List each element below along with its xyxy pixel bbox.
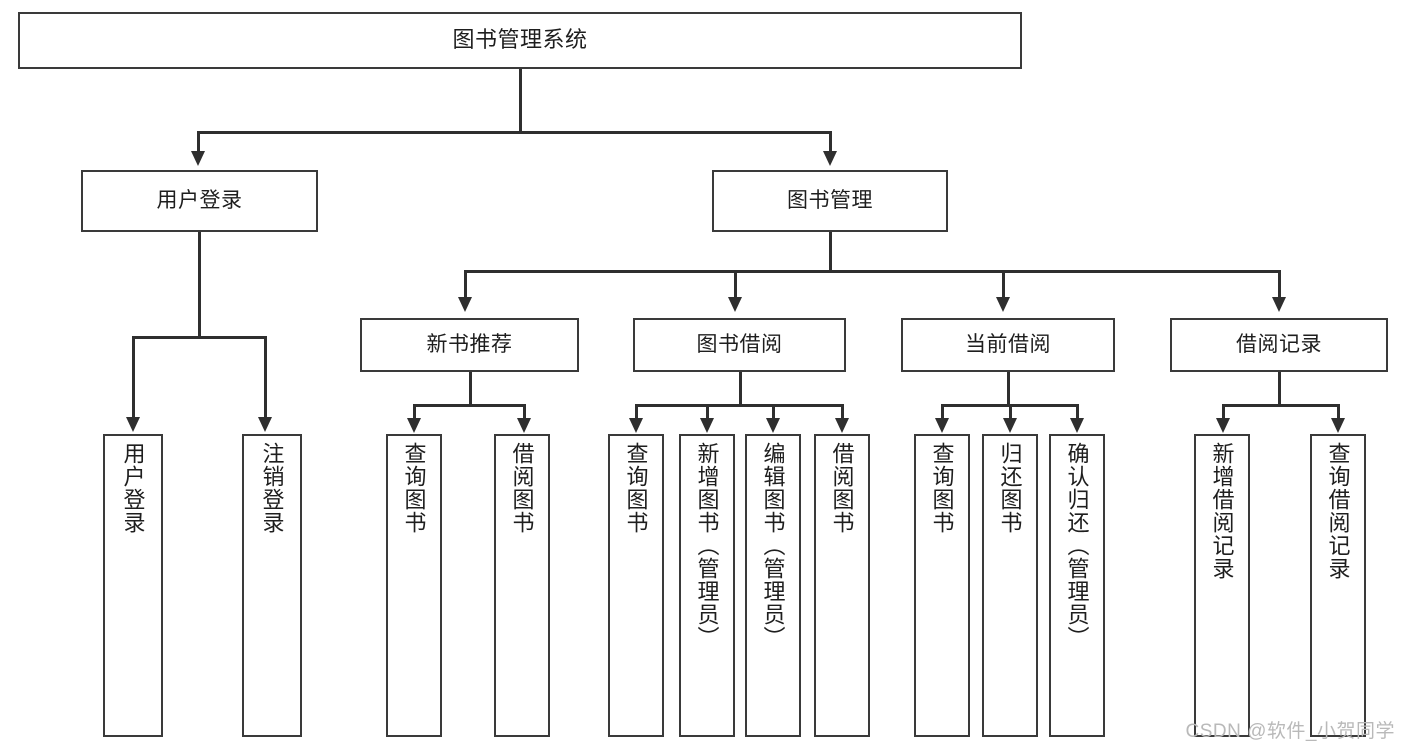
- node-label: 新书推荐: [426, 333, 513, 357]
- node-label: 当前借阅: [965, 333, 1051, 357]
- node-label: 确认归还（管理员）: [1064, 442, 1090, 649]
- arrow-to-user-login: [191, 151, 205, 166]
- connector-book-management-stem: [829, 232, 832, 272]
- arrow-to-leaf-return-book: [1003, 418, 1017, 433]
- arrow-to-book-management: [823, 151, 837, 166]
- node-book-borrow[interactable]: 图书借阅: [633, 318, 846, 372]
- node-label: 新增借阅记录: [1209, 442, 1235, 580]
- node-label: 借阅图书: [509, 442, 535, 534]
- leaf-logout[interactable]: 注销登录: [242, 434, 302, 737]
- node-label: 查询借阅记录: [1325, 442, 1351, 580]
- connector-user-login-leaf-drop-1: [132, 336, 135, 419]
- arrow-to-leaf-query-book-cb: [935, 418, 949, 433]
- node-label: 用户登录: [120, 442, 146, 534]
- node-current-borrow[interactable]: 当前借阅: [901, 318, 1115, 372]
- leaf-add-borrow-record[interactable]: 新增借阅记录: [1194, 434, 1250, 737]
- node-label: 编辑图书（管理员）: [760, 442, 786, 649]
- arrow-to-leaf-query-book-nbr: [407, 418, 421, 433]
- connector-cb-drop-1: [941, 404, 944, 420]
- arrow-to-leaf-borrow-book-bb: [835, 418, 849, 433]
- node-label: 归还图书: [997, 442, 1023, 534]
- connector-book-borrow-bus: [635, 404, 843, 407]
- node-label: 图书管理: [787, 189, 873, 213]
- connector-br-drop-1: [1222, 404, 1225, 420]
- node-label: 图书管理系统: [452, 27, 588, 53]
- connector-borrow-record-stem: [1278, 372, 1281, 406]
- leaf-query-book-current[interactable]: 查询图书: [914, 434, 970, 737]
- node-label: 注销登录: [259, 442, 285, 534]
- arrow-to-leaf-edit-book: [766, 418, 780, 433]
- connector-new-book-recommend-bus: [413, 404, 525, 407]
- connector-level3-drop-3: [1002, 270, 1005, 299]
- connector-nbr-drop-1: [413, 404, 416, 420]
- connector-current-borrow-stem: [1007, 372, 1010, 406]
- node-label: 借阅记录: [1236, 333, 1322, 357]
- leaf-edit-book-admin[interactable]: 编辑图书（管理员）: [745, 434, 801, 737]
- node-label: 查询图书: [929, 442, 955, 534]
- node-label: 图书借阅: [696, 333, 783, 357]
- arrow-to-new-book-recommend: [458, 297, 472, 312]
- arrow-to-leaf-logout: [258, 417, 272, 432]
- connector-level2-drop-left: [197, 131, 200, 153]
- leaf-query-borrow-record[interactable]: 查询借阅记录: [1310, 434, 1366, 737]
- arrow-to-leaf-add-record: [1216, 418, 1230, 433]
- connector-level2-drop-right: [829, 131, 832, 153]
- connector-level3-drop-2: [734, 270, 737, 299]
- leaf-add-book-admin[interactable]: 新增图书（管理员）: [679, 434, 735, 737]
- connector-level3-drop-1: [464, 270, 467, 299]
- connector-level2-bus: [197, 131, 831, 134]
- arrow-to-leaf-query-book-bb: [629, 418, 643, 433]
- connector-bb-drop-4: [841, 404, 844, 420]
- node-root-book-management-system[interactable]: 图书管理系统: [18, 12, 1022, 69]
- node-label: 查询图书: [623, 442, 649, 534]
- connector-user-login-leaf-bus: [132, 336, 266, 339]
- connector-borrow-record-bus: [1222, 404, 1338, 407]
- arrow-to-leaf-query-record: [1331, 418, 1345, 433]
- node-user-login[interactable]: 用户登录: [81, 170, 318, 232]
- node-label: 用户登录: [156, 189, 243, 213]
- connector-br-drop-2: [1337, 404, 1340, 420]
- arrow-to-leaf-borrow-book-nbr: [517, 418, 531, 433]
- connector-user-login-stem: [198, 232, 201, 338]
- connector-book-borrow-stem: [739, 372, 742, 406]
- connector-cb-drop-2: [1009, 404, 1012, 420]
- connector-level3-drop-4: [1278, 270, 1281, 299]
- leaf-return-book[interactable]: 归还图书: [982, 434, 1038, 737]
- node-book-management[interactable]: 图书管理: [712, 170, 948, 232]
- arrow-to-current-borrow: [996, 297, 1010, 312]
- leaf-borrow-book-new-recommend[interactable]: 借阅图书: [494, 434, 550, 737]
- node-new-book-recommend[interactable]: 新书推荐: [360, 318, 579, 372]
- connector-nbr-drop-2: [523, 404, 526, 420]
- connector-new-book-recommend-stem: [469, 372, 472, 406]
- connector-bb-drop-2: [706, 404, 709, 420]
- arrow-to-borrow-record: [1272, 297, 1286, 312]
- connector-root-stem: [519, 69, 522, 132]
- arrow-to-leaf-add-book: [700, 418, 714, 433]
- arrow-to-leaf-user-login: [126, 417, 140, 432]
- node-label: 借阅图书: [829, 442, 855, 534]
- node-label: 新增图书（管理员）: [694, 442, 720, 649]
- connector-cb-drop-3: [1076, 404, 1079, 420]
- leaf-borrow-book-borrow[interactable]: 借阅图书: [814, 434, 870, 737]
- connector-bb-drop-1: [635, 404, 638, 420]
- arrow-to-leaf-confirm-return: [1070, 418, 1084, 433]
- node-borrow-record[interactable]: 借阅记录: [1170, 318, 1388, 372]
- leaf-user-login[interactable]: 用户登录: [103, 434, 163, 737]
- leaf-query-book-new-recommend[interactable]: 查询图书: [386, 434, 442, 737]
- connector-user-login-leaf-drop-2: [264, 336, 267, 419]
- connector-bb-drop-3: [772, 404, 775, 420]
- connector-level3-bus: [464, 270, 1280, 273]
- arrow-to-book-borrow: [728, 297, 742, 312]
- leaf-query-book-borrow[interactable]: 查询图书: [608, 434, 664, 737]
- node-label: 查询图书: [401, 442, 427, 534]
- leaf-confirm-return-admin[interactable]: 确认归还（管理员）: [1049, 434, 1105, 737]
